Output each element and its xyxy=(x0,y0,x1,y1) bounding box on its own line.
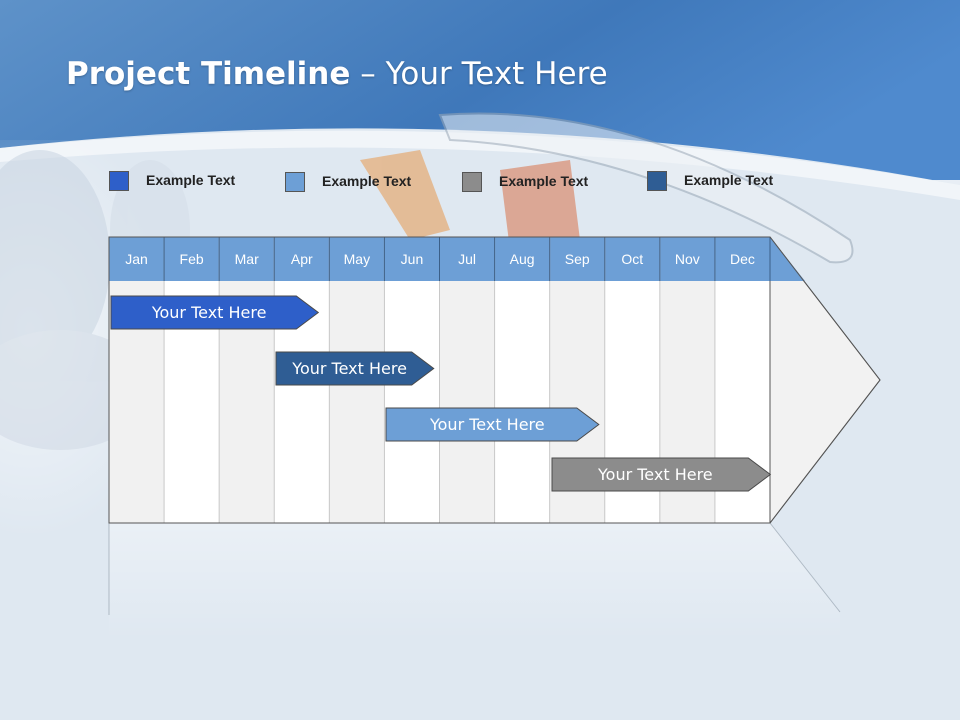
task-bar[interactable]: Your Text Here xyxy=(110,295,320,330)
month-label: Jul xyxy=(458,251,476,267)
month-header-cell xyxy=(494,237,550,281)
title-rest: – Your Text Here xyxy=(350,56,608,92)
month-label: Oct xyxy=(621,251,644,267)
legend-swatch xyxy=(462,172,482,192)
legend-swatch xyxy=(285,172,305,192)
month-header-cell xyxy=(659,237,715,281)
month-label: May xyxy=(343,251,371,267)
month-label: Dec xyxy=(729,251,755,267)
month-column xyxy=(384,281,440,523)
task-bar[interactable]: Your Text Here xyxy=(385,407,601,442)
legend-label: Example Text xyxy=(322,173,412,189)
task-label: Your Text Here xyxy=(292,359,407,378)
title-bold: Project Timeline xyxy=(66,56,351,92)
month-header-cell xyxy=(274,237,330,281)
month-header-cell xyxy=(604,237,660,281)
legend-label: Example Text xyxy=(146,172,236,188)
slide-title: Project Timeline – Your Text Here xyxy=(66,56,608,92)
legend-swatch xyxy=(647,171,667,191)
task-arrow-shape xyxy=(385,407,601,442)
legend-swatch xyxy=(109,171,129,191)
month-column xyxy=(494,281,550,523)
month-label: Jun xyxy=(400,251,424,267)
month-column xyxy=(439,281,495,523)
month-header-cell xyxy=(109,237,165,281)
month-header-cell xyxy=(219,237,275,281)
month-header-cell xyxy=(439,237,495,281)
month-header-cell xyxy=(164,237,220,281)
month-label: Jan xyxy=(125,251,148,267)
month-header-cell xyxy=(714,237,770,281)
task-arrow-shape xyxy=(551,457,771,492)
task-label: Your Text Here xyxy=(598,465,713,484)
month-label: Nov xyxy=(674,251,700,267)
legend-label: Example Text xyxy=(684,172,774,188)
snowboarder-figure xyxy=(360,112,854,264)
task-bar[interactable]: Your Text Here xyxy=(275,351,435,386)
month-header-cell xyxy=(549,237,605,281)
task-arrow-shape xyxy=(275,351,435,386)
task-label: Your Text Here xyxy=(151,303,267,322)
month-header-cell xyxy=(329,237,385,281)
month-header-cell xyxy=(384,237,440,281)
task-arrow-shape xyxy=(110,295,320,330)
legend-label: Example Text xyxy=(499,173,589,189)
month-label: Feb xyxy=(179,251,204,267)
month-label: Sep xyxy=(564,251,590,267)
task-bar[interactable]: Your Text Here xyxy=(551,457,771,492)
month-column xyxy=(329,281,385,523)
task-label: Your Text Here xyxy=(429,415,545,434)
month-label: Apr xyxy=(290,251,313,267)
month-label: Aug xyxy=(509,251,535,267)
month-label: Mar xyxy=(234,251,259,267)
